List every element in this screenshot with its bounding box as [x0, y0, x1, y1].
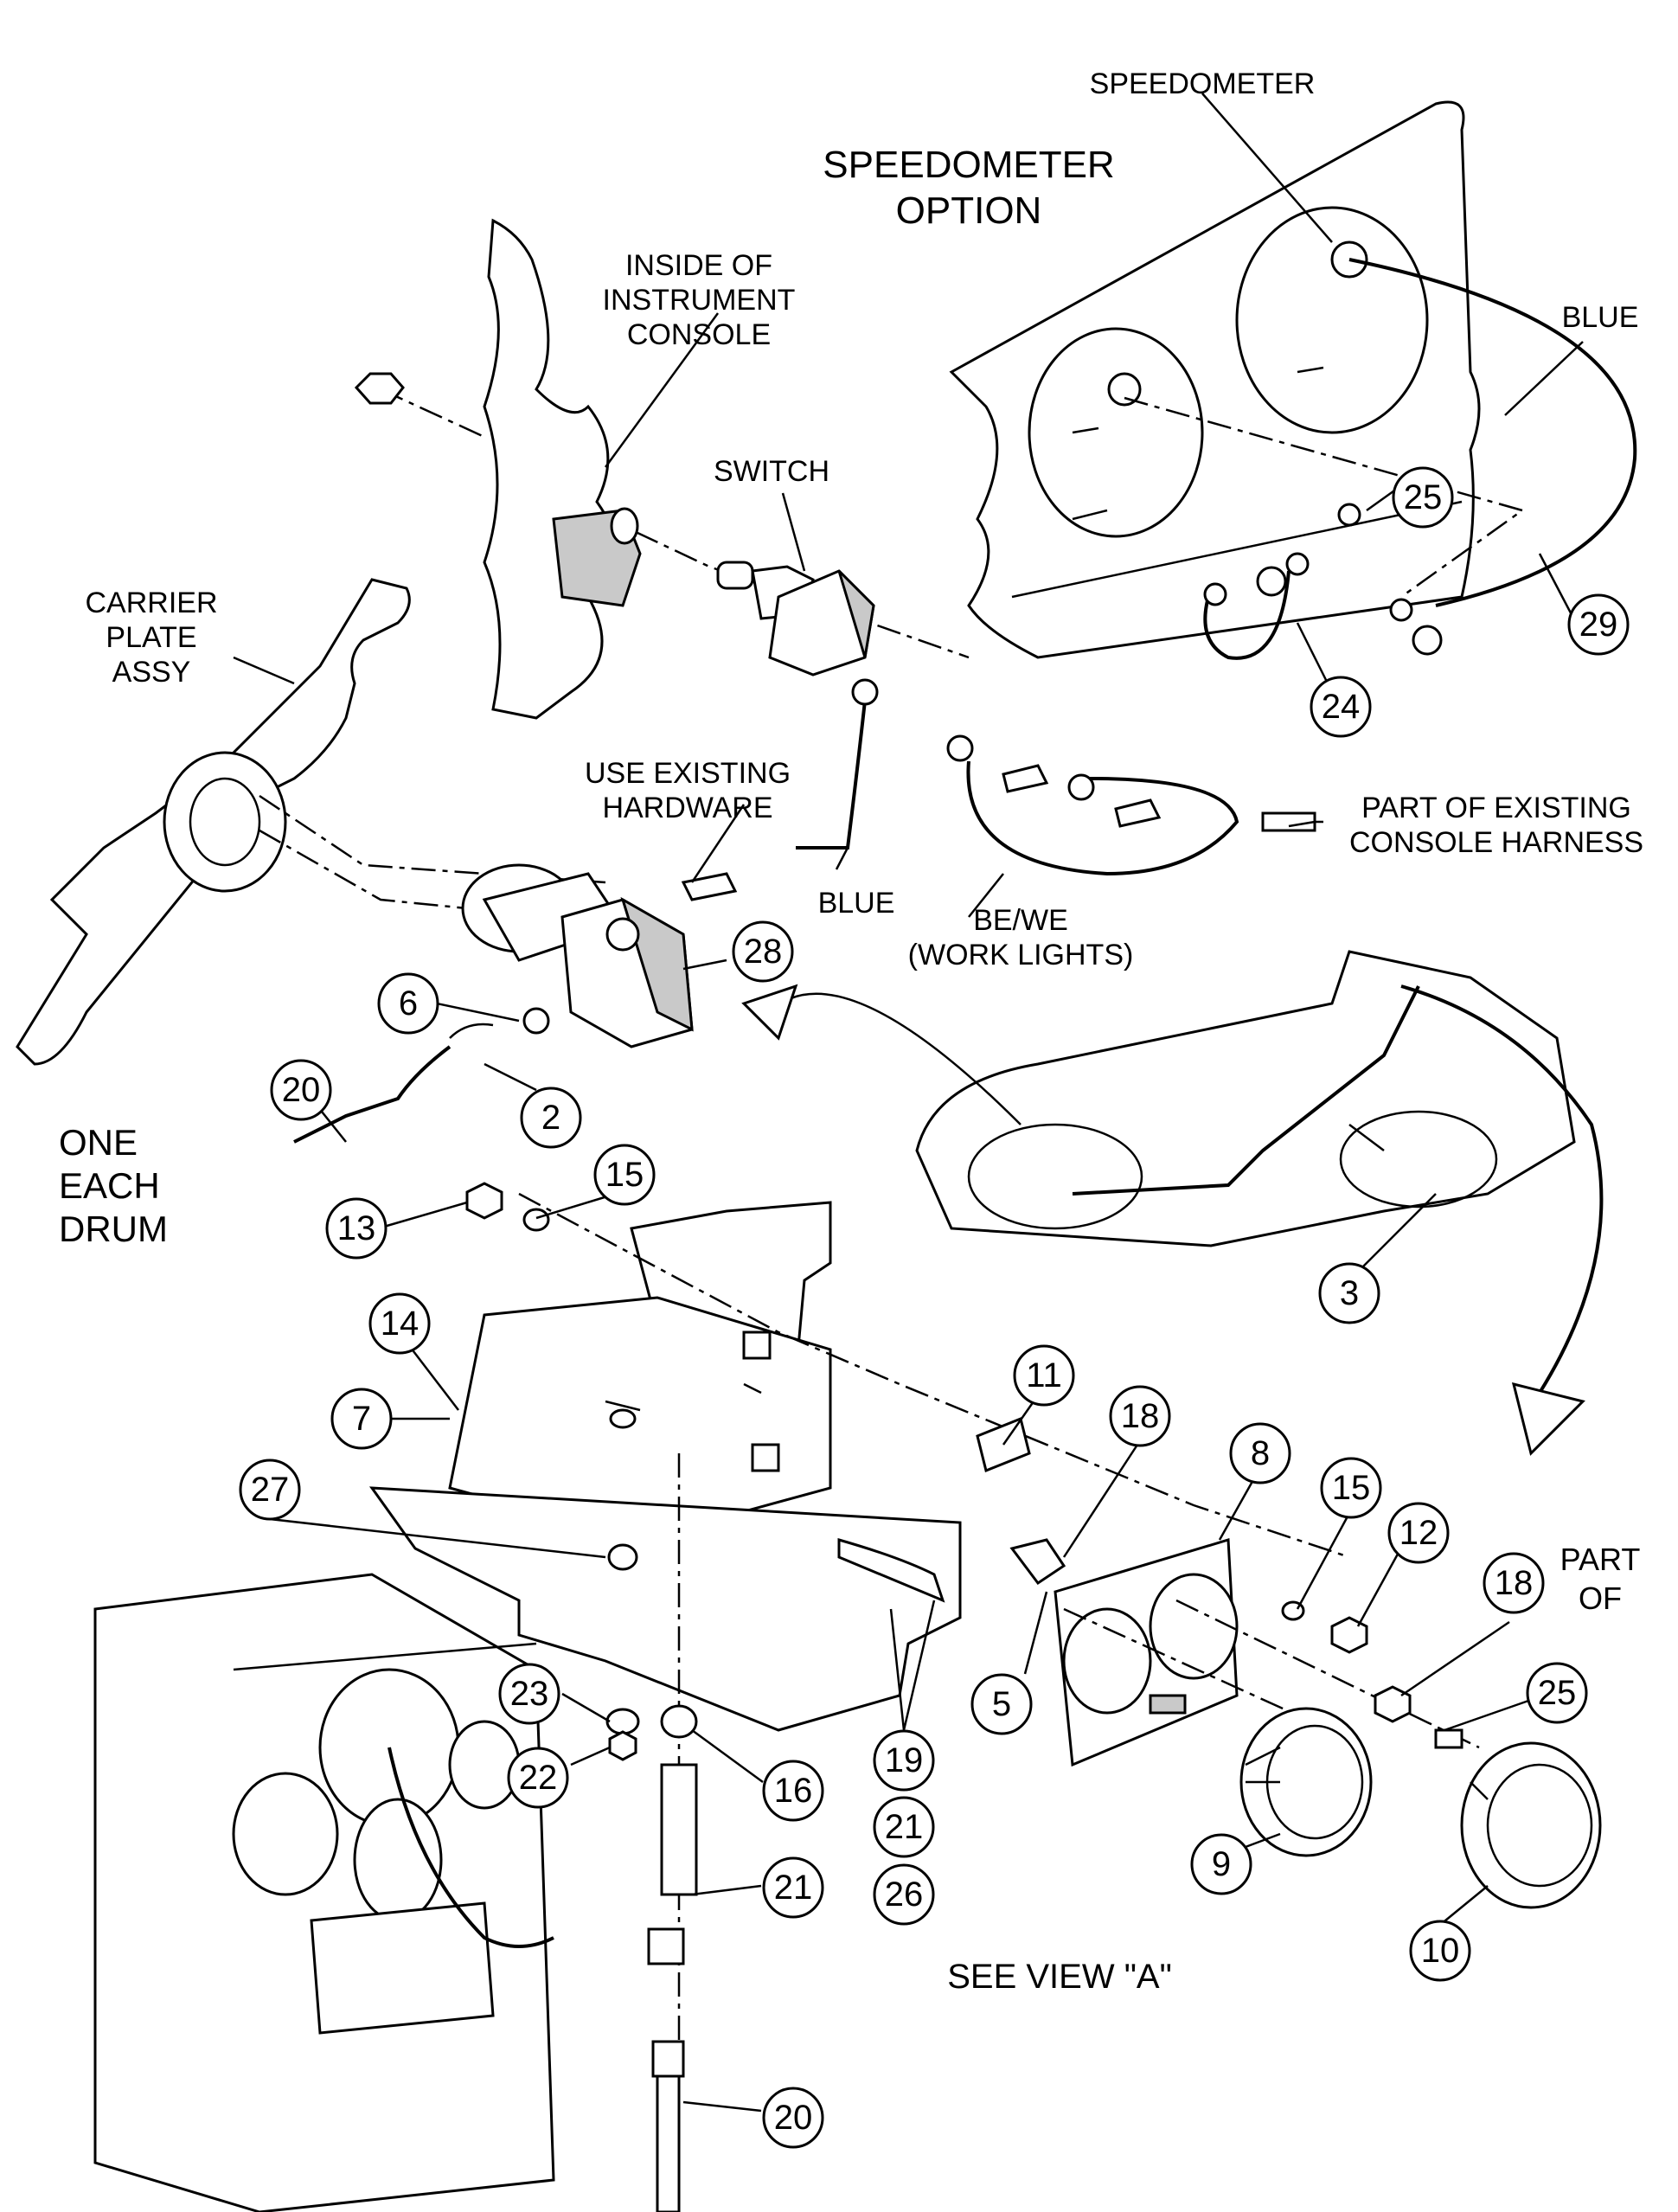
callout-9: 9 [1190, 1833, 1252, 1895]
callout-6: 6 [377, 972, 439, 1035]
inside-console-line3: CONSOLE [627, 318, 771, 351]
callout-28: 28 [732, 920, 794, 983]
machine-overview [741, 950, 1604, 1456]
svg-text:22: 22 [519, 1759, 558, 1797]
carrier-label-line1: CARRIER [85, 587, 217, 619]
svg-text:29: 29 [1579, 606, 1618, 644]
callout-14: 14 [368, 1292, 431, 1355]
svg-text:18: 18 [1495, 1564, 1534, 1602]
one-each-line3: DRUM [59, 1209, 168, 1249]
callout-5: 5 [970, 1673, 1033, 1735]
callout-21a: 21 [873, 1796, 935, 1858]
svg-text:14: 14 [381, 1305, 420, 1343]
svg-text:5: 5 [992, 1685, 1011, 1723]
callout-11: 11 [1013, 1344, 1075, 1407]
callout-12: 12 [1387, 1502, 1450, 1564]
speedometer-option-line1: SPEEDOMETER [823, 144, 1114, 186]
svg-text:18: 18 [1121, 1397, 1160, 1435]
carrier-label-line2: PLATE [106, 621, 196, 654]
callout-23: 23 [498, 1663, 560, 1725]
part-of-line2: OF [1579, 1580, 1622, 1616]
carrier-plate [16, 578, 606, 1066]
diagram-labels: SPEEDOMETER SPEEDOMETER OPTION INSIDE OF… [59, 67, 1643, 1996]
svg-text:13: 13 [337, 1209, 376, 1247]
svg-text:6: 6 [399, 984, 418, 1023]
speedometer-option-line2: OPTION [896, 189, 1042, 232]
callout-21b: 21 [762, 1856, 824, 1919]
callout-29: 29 [1567, 593, 1630, 656]
callout-19: 19 [873, 1729, 935, 1792]
svg-text:15: 15 [605, 1156, 644, 1194]
callout-10: 10 [1409, 1920, 1471, 1982]
callout-3: 3 [1318, 1262, 1380, 1324]
callout-27: 27 [239, 1459, 301, 1521]
svg-text:12: 12 [1399, 1514, 1438, 1552]
svg-text:16: 16 [774, 1772, 813, 1810]
lower-housing [93, 1453, 962, 2212]
callout-7: 7 [330, 1388, 393, 1450]
svg-text:19: 19 [885, 1741, 924, 1779]
svg-text:7: 7 [352, 1400, 371, 1438]
svg-text:23: 23 [510, 1675, 549, 1713]
callout-16: 16 [762, 1760, 824, 1822]
svg-text:20: 20 [282, 1071, 321, 1109]
callout-13: 13 [325, 1197, 387, 1260]
callout-18b: 18 [1483, 1552, 1545, 1614]
svg-text:24: 24 [1322, 688, 1361, 726]
callout-15a: 15 [593, 1144, 656, 1206]
blue-wire-label-bottom: BLUE [818, 887, 895, 920]
carrier-label-line3: ASSY [112, 656, 191, 689]
callout-25b: 25 [1526, 1662, 1588, 1724]
one-each-line2: EACH [59, 1165, 160, 1206]
callout-2: 2 [520, 1087, 582, 1149]
svg-text:9: 9 [1212, 1845, 1231, 1883]
bewe-line2: (WORK LIGHTS) [908, 939, 1134, 971]
one-each-line1: ONE [59, 1122, 138, 1163]
use-existing-line1: USE EXISTING [585, 757, 791, 790]
callout-8: 8 [1229, 1422, 1291, 1484]
svg-text:25: 25 [1538, 1674, 1577, 1712]
callout-20a: 20 [270, 1059, 332, 1121]
svg-text:20: 20 [774, 2099, 813, 2137]
svg-text:11: 11 [1026, 1356, 1062, 1395]
gauge-panel [1054, 1538, 1602, 1909]
switch-label: SWITCH [714, 455, 829, 488]
svg-text:10: 10 [1421, 1932, 1460, 1970]
see-view-label: SEE VIEW "A" [947, 1958, 1172, 1996]
callout-15b: 15 [1320, 1457, 1382, 1519]
callout-25a: 25 [1392, 466, 1454, 529]
switch-assembly [716, 561, 1323, 876]
callout-20b: 20 [762, 2087, 824, 2149]
svg-text:2: 2 [541, 1099, 560, 1137]
part-of-line1: PART [1560, 1542, 1641, 1577]
instrument-console-wall [354, 218, 970, 720]
callout-22: 22 [507, 1747, 569, 1809]
inside-console-line2: INSTRUMENT [603, 284, 796, 317]
use-existing-line2: HARDWARE [602, 792, 772, 824]
part-existing-line1: PART OF EXISTING [1361, 792, 1631, 824]
blue-wire-label-top: BLUE [1562, 301, 1639, 334]
svg-text:26: 26 [885, 1875, 924, 1914]
svg-text:21: 21 [885, 1808, 924, 1846]
callout-bubbles: 25 29 24 28 6 20 2 13 15 3 14 7 11 18 8 … [239, 466, 1630, 2149]
svg-text:28: 28 [744, 933, 783, 971]
svg-text:27: 27 [251, 1471, 290, 1509]
svg-text:8: 8 [1251, 1434, 1270, 1472]
inside-console-line1: INSIDE OF [625, 249, 772, 282]
svg-text:25: 25 [1404, 478, 1443, 516]
callout-18a: 18 [1109, 1385, 1171, 1447]
sensor-assembly [293, 863, 738, 1144]
bewe-line1: BE/WE [973, 904, 1068, 937]
part-existing-line2: CONSOLE HARNESS [1349, 826, 1643, 859]
speedometer-panel [949, 100, 1637, 660]
svg-text:15: 15 [1332, 1469, 1371, 1507]
mounting-bracket [448, 1192, 1350, 1559]
callout-26: 26 [873, 1863, 935, 1926]
callout-24: 24 [1310, 676, 1372, 738]
svg-text:3: 3 [1340, 1274, 1359, 1312]
svg-text:21: 21 [774, 1869, 813, 1907]
speedometer-label: SPEEDOMETER [1090, 67, 1316, 100]
